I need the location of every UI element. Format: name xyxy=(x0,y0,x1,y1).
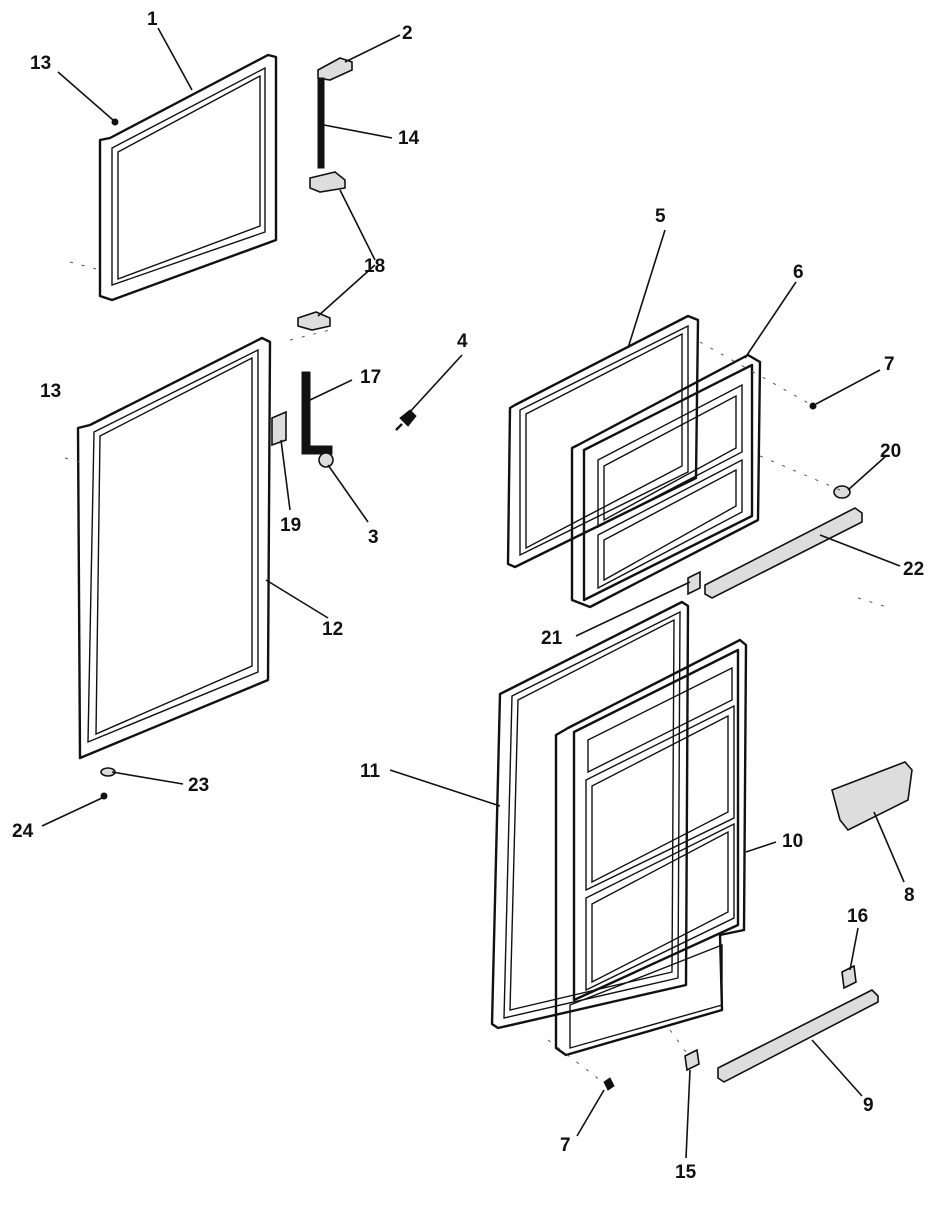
part-4-screw xyxy=(395,409,417,431)
callout-15: 15 xyxy=(675,1162,697,1183)
part-19-latch xyxy=(271,410,287,447)
part-22-handle xyxy=(704,507,863,599)
part-6-freezer-door xyxy=(570,353,762,609)
callout-13-mid: 13 xyxy=(40,381,62,402)
part-16-clip xyxy=(841,964,857,990)
callout-23: 23 xyxy=(188,775,210,796)
callout-7-lower: 7 xyxy=(560,1135,571,1156)
part-9-trim xyxy=(717,989,879,1083)
callout-1: 1 xyxy=(147,9,158,30)
callout-8: 8 xyxy=(904,885,915,906)
callout-11: 11 xyxy=(360,761,381,782)
callout-17: 17 xyxy=(360,367,382,388)
callout-12: 12 xyxy=(322,619,344,640)
part-8-handle xyxy=(831,761,913,832)
callout-14: 14 xyxy=(398,128,420,149)
callout-2: 2 xyxy=(402,23,413,44)
callout-6: 6 xyxy=(793,262,804,283)
part-11-fresh-food-gasket xyxy=(490,600,690,1030)
part-17-3-hinge xyxy=(301,371,334,468)
callout-9: 9 xyxy=(863,1095,874,1116)
part-13-screw-top xyxy=(111,118,119,126)
part-7-screw-lower xyxy=(603,1077,615,1091)
part-12-lower-gasket xyxy=(76,336,272,760)
callout-3: 3 xyxy=(368,527,379,548)
callout-7-upper: 7 xyxy=(884,354,895,375)
part-1-upper-gasket xyxy=(98,53,278,302)
part-20-cap xyxy=(833,485,851,499)
callout-24: 24 xyxy=(12,821,34,842)
callout-4: 4 xyxy=(457,331,468,352)
callout-10: 10 xyxy=(782,831,804,852)
callout-22: 22 xyxy=(903,559,925,580)
callout-18: 18 xyxy=(364,256,386,277)
callout-21: 21 xyxy=(541,628,563,649)
callout-19: 19 xyxy=(280,515,302,536)
part-15-clip xyxy=(684,1048,700,1072)
callout-5: 5 xyxy=(655,206,666,227)
part-21-clip xyxy=(687,570,701,596)
part-10-fresh-food-door xyxy=(554,638,748,1057)
callout-16: 16 xyxy=(847,906,869,927)
alignment-lines xyxy=(64,261,891,1081)
callout-20: 20 xyxy=(880,441,902,462)
leader-lines xyxy=(41,27,905,1159)
part-2-14-18-hinge xyxy=(297,57,353,331)
callout-13-top: 13 xyxy=(30,53,52,74)
part-7-screw-upper xyxy=(809,402,817,410)
part-24-screw xyxy=(100,792,108,800)
